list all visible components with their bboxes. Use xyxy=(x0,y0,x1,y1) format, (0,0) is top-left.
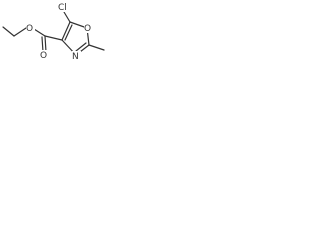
bond-c2-methyl xyxy=(88,44,105,51)
bond-ester-o-ch2 xyxy=(13,27,27,37)
atom-label-ring-oxygen: O xyxy=(84,24,91,34)
molecule-structure-diagram: Cl O N O O xyxy=(2,1,105,62)
bond-c5-cl xyxy=(63,11,71,23)
o-carbonyl-label-bg xyxy=(40,50,49,60)
bond-carbonyl-c-ester-o xyxy=(33,28,46,37)
n-ring-label-bg xyxy=(72,51,81,61)
bond-c2-n3-double xyxy=(75,42,87,52)
o-ring-label-bg xyxy=(84,23,92,33)
atom-label-ring-nitrogen: N xyxy=(72,52,79,62)
bond-carbonyl-double-o xyxy=(44,35,47,53)
bond-ch2-ch3 xyxy=(2,26,15,37)
bond-c4-c5 xyxy=(61,21,71,41)
bond-c4-carbonyl-c xyxy=(44,35,63,41)
atom-label-ester-oxygen: O xyxy=(26,24,33,34)
o-ester-label-bg xyxy=(26,23,35,33)
cl-label-bg xyxy=(57,1,71,12)
atom-label-carbonyl-oxygen: O xyxy=(40,51,47,61)
atom-label-chlorine: Cl xyxy=(58,3,67,13)
bond-c4-c5-double xyxy=(64,24,73,41)
bond-carbonyl-double-o-2 xyxy=(41,36,44,53)
